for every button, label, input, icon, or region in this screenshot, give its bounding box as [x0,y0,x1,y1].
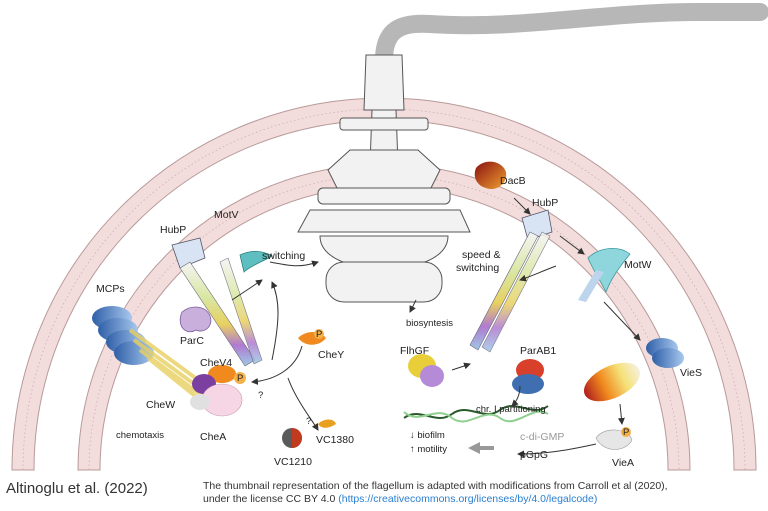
label-phospho-viea: P [623,427,629,438]
flagellar-motor [297,54,471,303]
label-question-1: ? [258,390,263,401]
parc-protein [179,306,212,333]
footer-note-line1: The thumbnail representation of the flag… [203,480,668,492]
flagellum-filament [375,2,768,69]
label-speed: speed & [462,249,501,261]
label-question-2: ? [306,416,311,427]
label-hubp-right: HubP [532,197,558,209]
label-cdigmp: c-di-GMP [520,431,564,443]
label-motw: MotW [624,259,652,271]
mcps-array [92,306,207,406]
footer-note: The thumbnail representation of the flag… [203,480,763,506]
viea-phosphate [621,427,631,437]
outer-membrane [11,97,757,471]
label-switching-right: switching [456,262,499,274]
label-parab1: ParAB1 [520,345,556,357]
label-chey: CheY [318,349,344,361]
label-mcps: MCPs [96,283,125,295]
motw-stalk [578,270,604,302]
vc1210-half [292,428,302,448]
label-hubp-left: HubP [160,224,186,236]
label-viea: VieA [612,457,634,469]
label-motv: MotV [214,209,239,221]
vc1380-protein [318,419,336,428]
footer-note-line2: under the license CC BY 4.0 [203,493,336,505]
label-chr-partitioning: chr. I partitioning [476,404,546,415]
label-vc1210: VC1210 [274,456,312,468]
label-dacb: DacB [500,175,526,187]
label-vc1380: VC1380 [316,434,354,446]
flhgf-protein [408,354,444,387]
label-biosyntesis: biosyntesis [406,318,453,329]
flagellum-signaling-diagram: HubP MotV switching MCPs ParC CheV4 P Ch… [11,2,768,471]
label-vies: VieS [680,367,702,379]
label-phospho-chey: P [316,329,322,340]
vies-protein [583,338,684,402]
footer-license-link[interactable]: (https://creativecommons.org/licenses/by… [338,493,598,505]
hubp-left-protein [171,237,256,367]
pgpg-to-biofilm-arrow [468,442,494,454]
footer-author: Altinoglu et al. (2022) [6,480,148,497]
chromosome-dna [403,405,549,423]
label-phospho-chev4: P [237,373,243,384]
signaling-arrows [231,197,641,458]
label-chev4: CheV4 [200,357,232,369]
label-chew: CheW [146,399,175,411]
label-parc: ParC [180,335,204,347]
label-biofilm: ↓ biofilm [410,430,445,441]
motv-protein [219,250,273,365]
che-cluster [190,365,246,417]
label-flhgf: FlhGF [400,345,429,357]
dacb-protein [474,161,507,190]
parab1-protein [512,359,544,394]
label-pgpg: pGpG [520,449,548,461]
label-chea: CheA [200,431,226,443]
label-switching-left: switching [262,250,305,262]
label-chemotaxis: chemotaxis [116,430,164,441]
label-motility: ↑ motility [410,444,447,455]
hubp-right-protein [469,209,553,353]
chey-phosphate [314,329,324,339]
